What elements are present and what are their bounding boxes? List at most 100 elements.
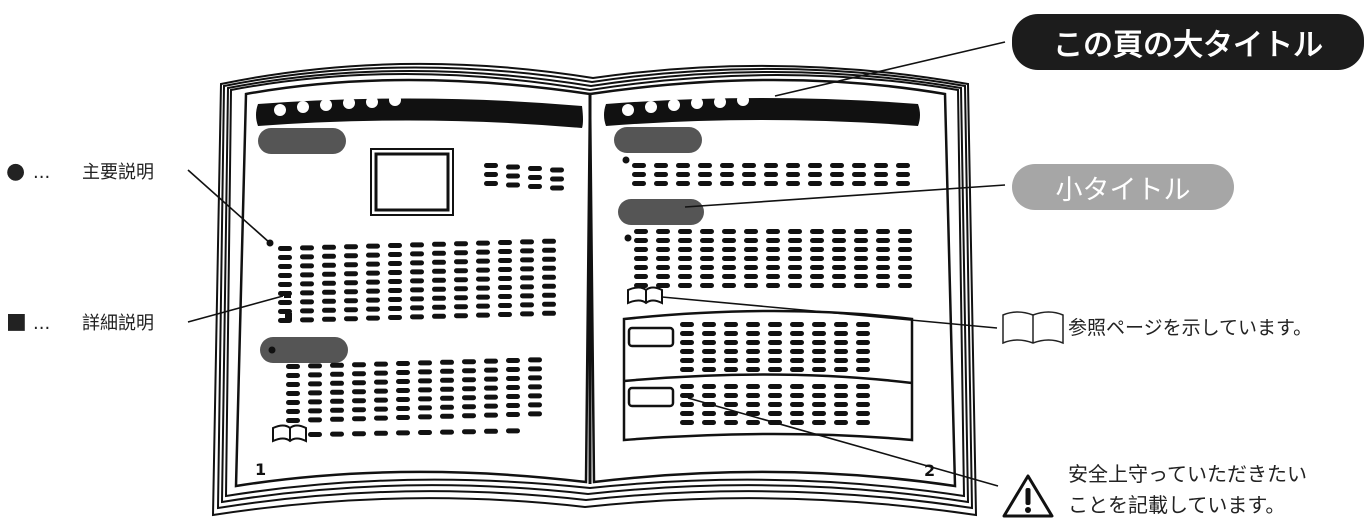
text-dash xyxy=(810,256,824,261)
text-dash xyxy=(812,420,826,425)
text-dash xyxy=(322,254,336,259)
text-dash xyxy=(308,399,322,404)
text-dash xyxy=(744,238,758,243)
text-dash xyxy=(702,393,716,398)
text-dash xyxy=(388,306,402,311)
text-dash xyxy=(366,289,380,294)
text-dash xyxy=(454,286,468,291)
text-dash xyxy=(854,247,868,252)
text-dash xyxy=(724,384,738,389)
text-dash xyxy=(724,349,738,354)
text-dash xyxy=(374,398,388,403)
text-dash xyxy=(680,384,694,389)
text-dash xyxy=(278,273,292,278)
text-dash xyxy=(462,395,476,400)
text-dash xyxy=(454,304,468,309)
text-dash xyxy=(506,412,520,417)
text-dash xyxy=(702,420,716,425)
text-dash xyxy=(308,432,322,437)
text-dash xyxy=(528,393,542,398)
text-dash xyxy=(300,299,314,304)
text-dash xyxy=(476,313,490,318)
text-dash xyxy=(308,390,322,395)
text-dash xyxy=(898,238,912,243)
text-dash xyxy=(352,431,366,436)
text-dash xyxy=(542,248,556,253)
text-dash xyxy=(786,163,800,168)
text-dash xyxy=(506,367,520,372)
text-dash xyxy=(898,256,912,261)
text-dash xyxy=(634,247,648,252)
text-dash xyxy=(352,407,366,412)
text-dash xyxy=(634,256,648,261)
text-dash xyxy=(834,331,848,336)
text-dash xyxy=(680,322,694,327)
text-dash xyxy=(484,172,498,177)
text-dash xyxy=(498,276,512,281)
text-dash xyxy=(344,298,358,303)
text-dash xyxy=(374,380,388,385)
text-dash xyxy=(462,386,476,391)
text-dash xyxy=(742,172,756,177)
text-dash xyxy=(856,349,870,354)
text-dash xyxy=(330,390,344,395)
text-dash xyxy=(374,389,388,394)
text-dash xyxy=(632,163,646,168)
text-dash xyxy=(766,256,780,261)
text-dash xyxy=(476,250,490,255)
open-book-icon xyxy=(1001,309,1065,347)
text-dash xyxy=(790,420,804,425)
text-dash xyxy=(432,305,446,310)
text-dash xyxy=(790,322,804,327)
text-dash xyxy=(724,393,738,398)
text-dash xyxy=(410,278,424,283)
text-dash xyxy=(410,287,424,292)
text-dash xyxy=(322,245,336,250)
text-dash xyxy=(542,311,556,316)
text-dash xyxy=(388,279,402,284)
text-dash xyxy=(542,239,556,244)
text-dash xyxy=(834,393,848,398)
text-dash xyxy=(322,272,336,277)
text-dash xyxy=(856,331,870,336)
text-dash xyxy=(484,429,498,434)
text-dash xyxy=(722,256,736,261)
text-dash xyxy=(632,181,646,186)
text-dash xyxy=(300,254,314,259)
text-dash xyxy=(440,360,454,365)
text-dash xyxy=(542,266,556,271)
text-dash xyxy=(308,417,322,422)
text-dash xyxy=(680,331,694,336)
text-dash xyxy=(856,358,870,363)
text-dash xyxy=(810,238,824,243)
text-dash xyxy=(476,259,490,264)
text-dash xyxy=(286,400,300,405)
text-dash xyxy=(676,181,690,186)
text-dash xyxy=(810,265,824,270)
text-dash xyxy=(676,172,690,177)
text-dash xyxy=(856,420,870,425)
text-dash xyxy=(788,256,802,261)
text-dash xyxy=(308,363,322,368)
caution-note-line1: 安全上守っていただきたい xyxy=(1068,463,1307,485)
text-dash xyxy=(896,181,910,186)
text-dash xyxy=(724,367,738,372)
text-dash xyxy=(278,282,292,287)
text-dash xyxy=(418,405,432,410)
text-dash xyxy=(374,407,388,412)
text-dash xyxy=(528,175,542,180)
text-dash xyxy=(768,340,782,345)
text-dash xyxy=(854,265,868,270)
text-dash xyxy=(506,165,520,170)
text-dash xyxy=(746,358,760,363)
text-dash xyxy=(520,257,534,262)
text-dash xyxy=(498,249,512,254)
text-dash xyxy=(278,264,292,269)
text-dash xyxy=(300,281,314,286)
text-dash xyxy=(506,376,520,381)
big-title-pill: この頁の大タイトル xyxy=(1012,14,1364,70)
text-dash xyxy=(352,398,366,403)
text-dash xyxy=(352,380,366,385)
text-dash xyxy=(374,371,388,376)
text-dash xyxy=(764,172,778,177)
